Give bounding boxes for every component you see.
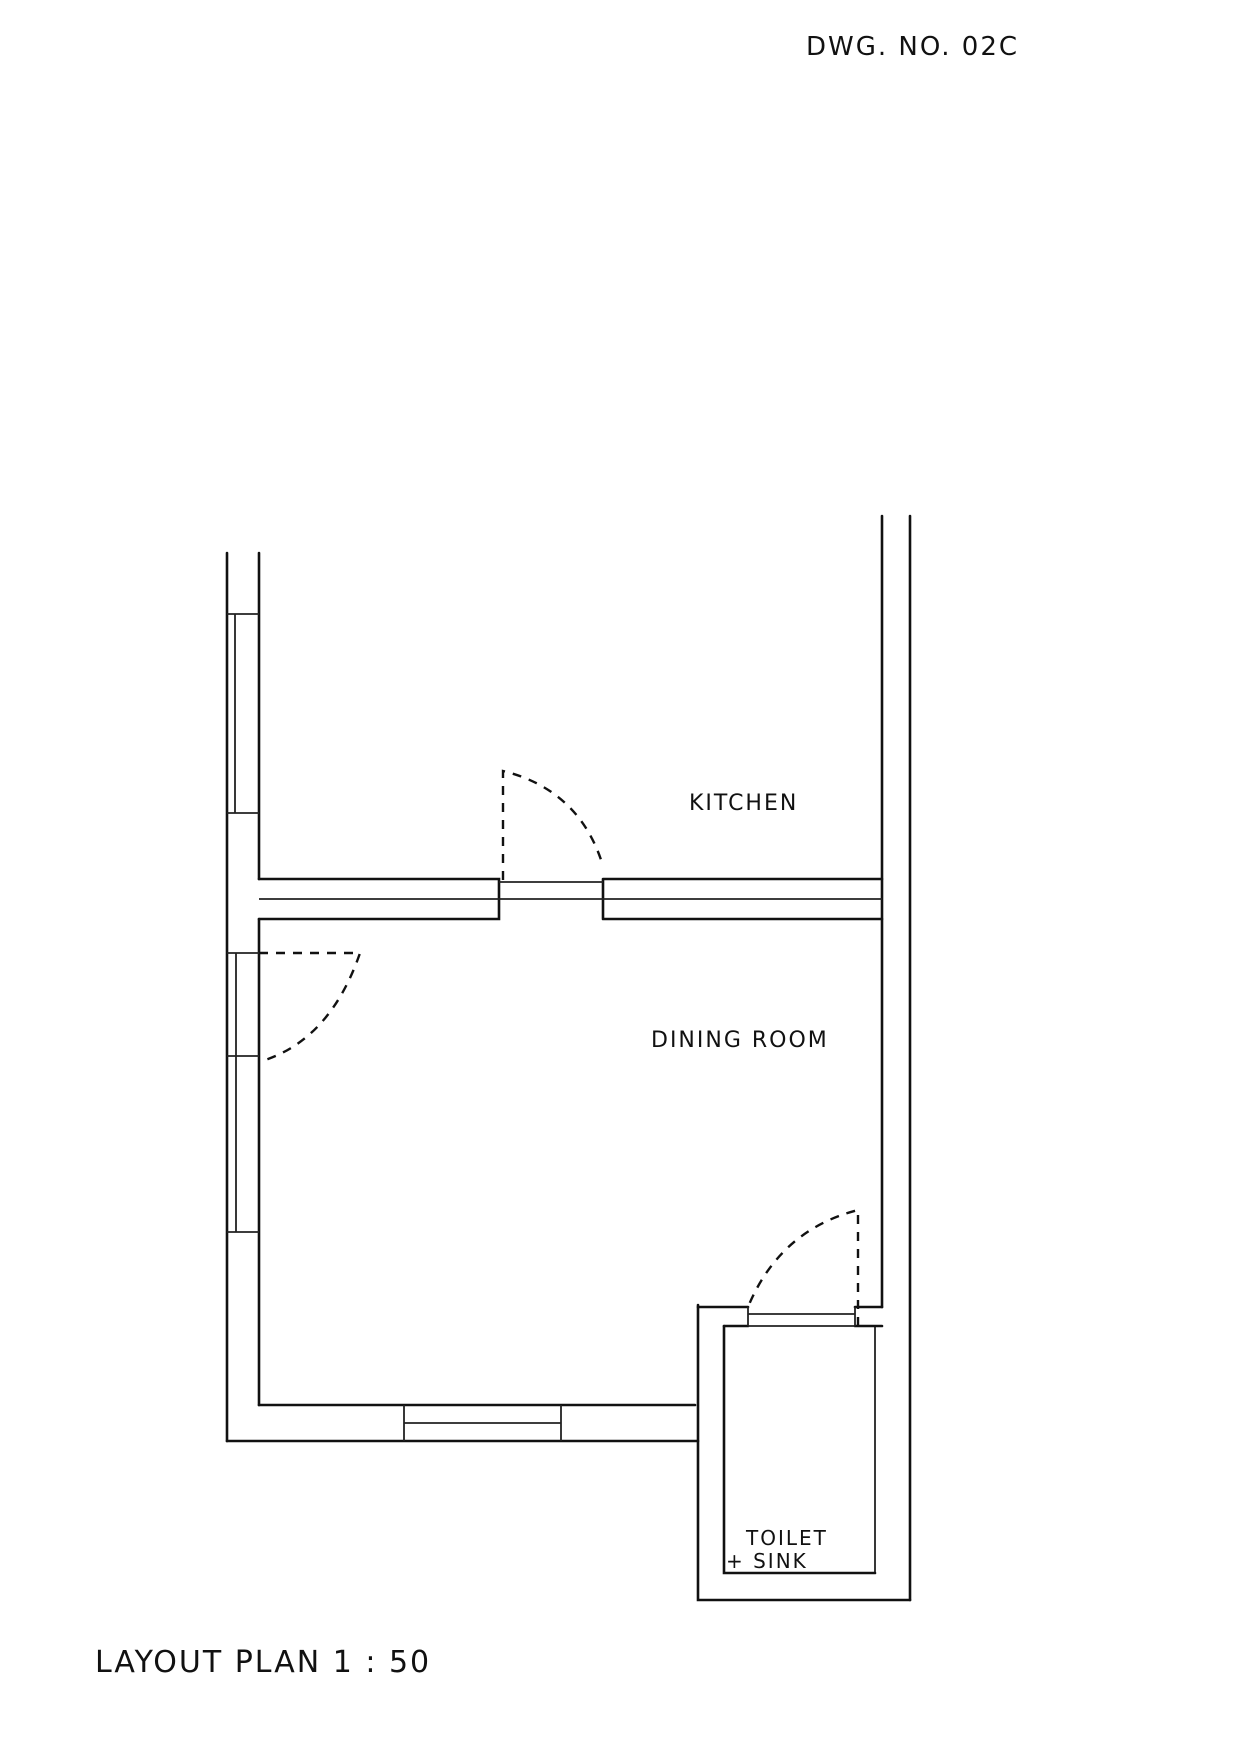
dining-room-label: DINING ROOM (651, 1028, 829, 1053)
toilet-door-swing (746, 1208, 860, 1326)
left-wall (225, 551, 261, 1443)
left-window-upper (227, 613, 259, 814)
plan-title: LAYOUT PLAN 1 : 50 (95, 1645, 431, 1680)
drawing-number: DWG. NO. 02C (806, 32, 1019, 62)
side-door-swing (259, 951, 362, 1063)
partition-wall (257, 877, 884, 921)
kitchen-label: KITCHEN (689, 791, 798, 816)
sink-label: + SINK (726, 1549, 808, 1573)
kitchen-door-swing (501, 769, 605, 880)
toilet-label: TOILET (745, 1526, 828, 1550)
toilet-walls (696, 1303, 912, 1602)
right-wall (874, 514, 912, 1602)
left-window-lower (227, 952, 259, 1233)
bottom-wall (225, 1403, 700, 1443)
